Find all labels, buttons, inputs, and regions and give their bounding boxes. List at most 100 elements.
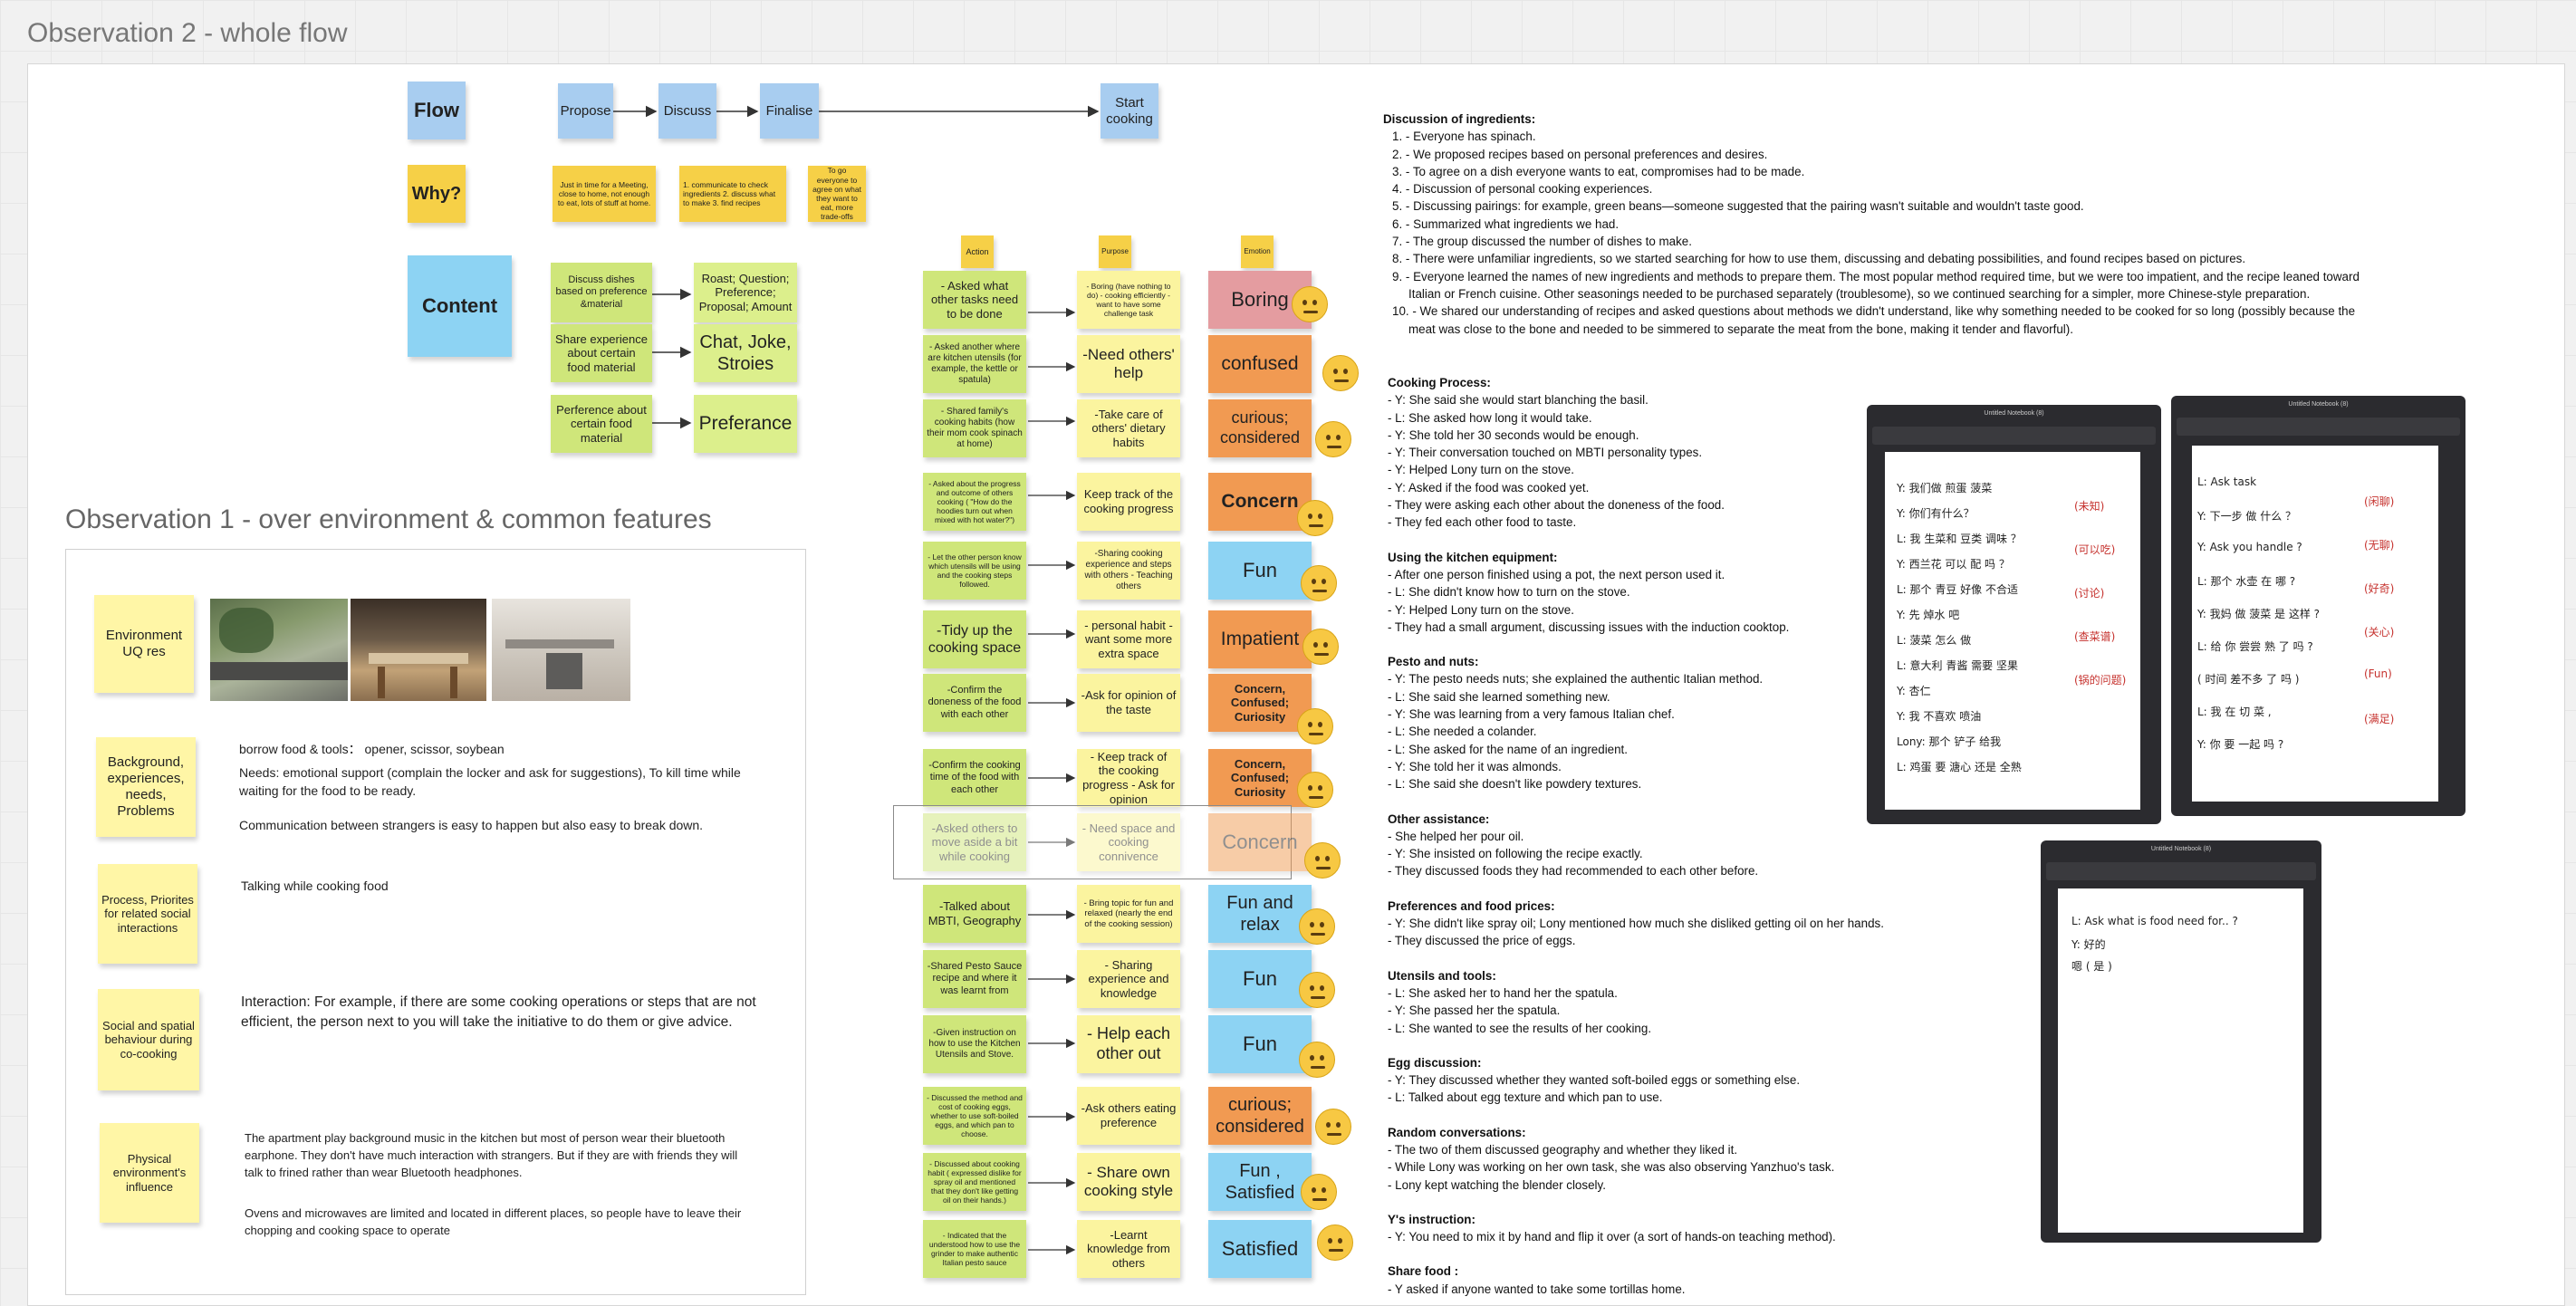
kitchen-photo-1: [210, 599, 348, 701]
monocle-face-icon: [1315, 1109, 1351, 1145]
emotion-3: curious; considered: [1208, 399, 1312, 457]
obs1-physical-line-1: The apartment play background music in t…: [245, 1131, 738, 1179]
kitchen-photo-3: [492, 599, 630, 701]
step-discuss: Discuss: [658, 83, 716, 139]
handwritten-line: Y: Ask you handle ?: [2197, 541, 2302, 553]
action-4: - Asked about the progress and outcome o…: [923, 473, 1026, 531]
handwritten-annotation: (无聊): [2364, 539, 2395, 552]
obs1-label-social: Social and spatial behaviour during co-c…: [98, 989, 199, 1090]
notes-line: - After one person finished using a pot,…: [1388, 567, 1725, 581]
handwritten-annotation: (讨论): [2074, 587, 2105, 600]
handwritten-line: Y: 我们做 煎蛋 菠菜: [1897, 482, 1993, 495]
emotion-6: Impatient: [1208, 610, 1312, 668]
handwritten-annotation: (未知): [2074, 500, 2105, 513]
notes-line: - Y: She said she would start blanching …: [1388, 393, 1648, 408]
action-3: - Shared family's cooking habits (how th…: [923, 399, 1026, 457]
action-12: -Given instruction on how to use the Kit…: [923, 1015, 1026, 1073]
notes-line: - Y: Asked if the food was cooked yet.: [1388, 480, 1590, 495]
step-start-cooking: Start cooking: [1101, 83, 1158, 139]
tablet-3-header: Untitled Notebook (8): [2150, 846, 2212, 852]
ingredient-line: meat was close to the bone and needed to…: [1408, 322, 2073, 336]
emotion-5: Fun: [1208, 542, 1312, 600]
handwritten-line: L: Ask task: [2197, 475, 2257, 488]
notes-line: - L: She asked how long it would take.: [1388, 410, 1592, 425]
why-note-discuss: 1. communicate to check ingredients 2. d…: [679, 166, 786, 222]
notes-line: - She helped her pour oil.: [1388, 829, 1524, 843]
notes-line: - Y: The pesto needs nuts; she explained…: [1388, 672, 1764, 687]
neutral-face-icon: [1322, 355, 1359, 391]
emotion-4: Concern: [1208, 473, 1312, 531]
purpose-9: - Need space and cooking connivence: [1077, 813, 1180, 871]
notes-line: - L: She asked for the name of an ingred…: [1388, 742, 1629, 756]
ingredients-list: 1. - Everyone has spinach.2. - We propos…: [1383, 128, 2452, 338]
ingredient-line: 1. - Everyone has spinach.: [1392, 130, 1536, 144]
content-row-3-right: Preferance: [694, 395, 797, 453]
notes-section-title: Preferences and food prices:: [1388, 898, 1555, 913]
tablet-3-page: [2058, 888, 2303, 1233]
purpose-3: -Take care of others' dietary habits: [1077, 399, 1180, 457]
obs1-label-process: Process, Priorites for related social in…: [98, 864, 197, 964]
column-header-action: Action: [961, 235, 994, 268]
purpose-2: -Need others' help: [1077, 335, 1180, 393]
handwritten-annotation: (好奇): [2364, 582, 2395, 595]
handwritten-line: Lony: 那个 铲子 给我: [1897, 735, 2002, 748]
action-1: - Asked what other tasks need to be done: [923, 271, 1026, 329]
emotion-9: Concern: [1208, 813, 1312, 871]
notes-line: - They had a small argument, discussing …: [1388, 619, 1790, 634]
ingredient-line: 4. - Discussion of personal cooking expe…: [1392, 182, 1653, 197]
emotion-14: Fun , Satisfied: [1208, 1153, 1312, 1211]
notes-line: - Y: She didn't like spray oil; Lony men…: [1388, 917, 1884, 931]
notes-line: - While Lony was working on her own task…: [1388, 1160, 1835, 1175]
action-11: -Shared Pesto Sauce recipe and where it …: [923, 950, 1026, 1008]
notes-line: - They discussed the price of eggs.: [1388, 934, 1576, 948]
smiling-face-icon: [1299, 1042, 1335, 1078]
action-10: -Talked about MBTI, Geography: [923, 885, 1026, 943]
ingredient-line: 7. - The group discussed the number of d…: [1392, 235, 1692, 249]
notes-line: - L: She said she learned something new.: [1388, 689, 1610, 704]
obs1-label-environment: Environment UQ res: [94, 595, 194, 693]
impatient-face-icon: [1302, 629, 1339, 665]
action-6: -Tidy up the cooking space: [923, 610, 1026, 668]
handwritten-line: ( 时间 差不多 了 吗 ): [2197, 673, 2300, 686]
handwritten-annotation: (可以吃): [2074, 543, 2116, 556]
notes-section-title: Utensils and tools:: [1388, 968, 1496, 983]
why-note-finalise: To go everyone to agree on what they wan…: [808, 166, 866, 222]
notes-section-title: Other assistance:: [1388, 811, 1490, 826]
smiling-face-icon: [1301, 565, 1337, 601]
monocle-face-icon: [1297, 772, 1333, 808]
ingredient-line: 3. - To agree on a dish everyone wants t…: [1392, 164, 1805, 178]
notes-section-title: Using the kitchen equipment:: [1388, 550, 1558, 564]
handwritten-line: Y: 好的: [2071, 938, 2106, 951]
content-row-2-left: Share experience about certain food mate…: [551, 324, 652, 382]
notes-line: - L: She wanted to see the results of he…: [1388, 1021, 1652, 1035]
handwritten-line: L: Ask what is food need for.. ?: [2071, 915, 2238, 927]
handwritten-annotation: (关心): [2364, 626, 2395, 639]
thinking-face-icon: [1297, 500, 1333, 536]
emotion-13: curious; considered: [1208, 1087, 1312, 1145]
notes-line: - L: She didn't know how to turn on the …: [1388, 585, 1630, 600]
purpose-15: -Learnt knowledge from others: [1077, 1220, 1180, 1278]
notes-line: - Y: Helped Lony turn on the stove.: [1388, 463, 1574, 477]
emotion-2: confused: [1208, 335, 1312, 393]
emotion-11: Fun: [1208, 950, 1312, 1008]
content-row-1-right: Roast; Question; Preference; Proposal; A…: [694, 263, 797, 322]
handwritten-annotation: (满足): [2364, 713, 2395, 725]
monocle-face-icon: [1297, 708, 1333, 744]
obs1-social-line-1: Interaction: For example, if there are s…: [241, 994, 756, 1030]
ingredient-line: 5. - Discussing pairings: for example, g…: [1392, 199, 2084, 214]
action-14: - Discussed about cooking habit ( expres…: [923, 1153, 1026, 1211]
notes-line: - They were asking each other about the …: [1388, 498, 1725, 513]
content-row-1-left: Discuss dishes based on preference &mate…: [551, 263, 652, 322]
purpose-7: -Ask for opinion of the taste: [1077, 674, 1180, 732]
notes-line: - The two of them discussed geography an…: [1388, 1142, 1738, 1157]
smiling-face-icon: [1299, 972, 1335, 1008]
handwritten-line: L: 给 你 尝尝 熟 了 吗 ?: [2197, 640, 2313, 653]
content-label: Content: [408, 255, 512, 357]
handwritten-line: Y: 西兰花 可以 配 吗 ？: [1897, 558, 2010, 571]
handwritten-line: L: 鸡蛋 要 溏心 还是 全熟: [1897, 761, 2022, 773]
obs1-background-line-1: borrow food & tools： opener, scissor, so…: [239, 742, 505, 756]
step-finalise: Finalise: [760, 83, 819, 139]
handwritten-line: Y: 下一步 做 什么 ？: [2197, 510, 2297, 523]
